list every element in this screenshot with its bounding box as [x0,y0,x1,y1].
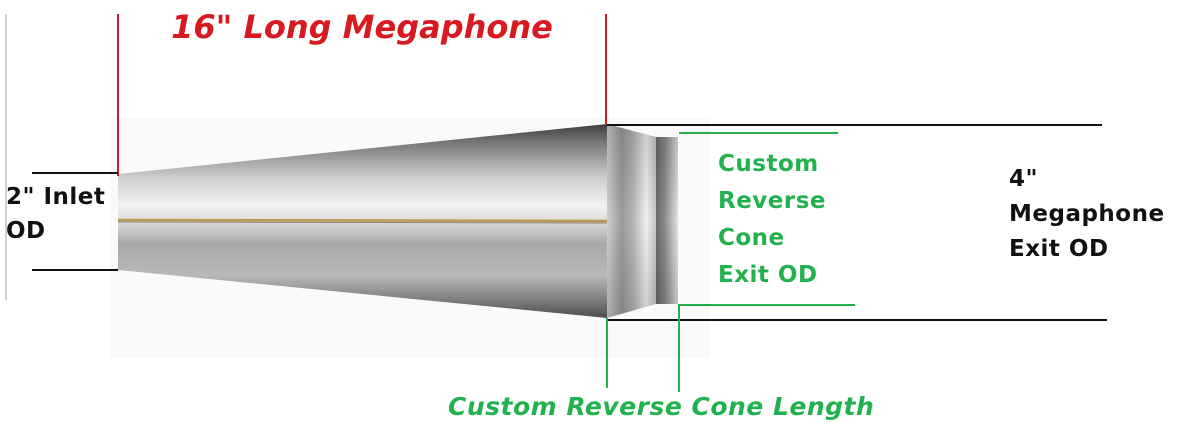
weld-seam [117,218,608,223]
reverse-exit-line-3: Cone [718,225,785,251]
mega-exit-line-1: 4" [1009,166,1038,192]
inlet-od-line-1: 2" Inlet [6,184,106,210]
reverse-exit-line-1: Custom [718,151,819,177]
reverse-exit-line-4: Exit OD [718,262,818,288]
exit-cap-shading [656,137,678,304]
length-label: 16" Long Megaphone [171,8,553,46]
mega-exit-line-3: Exit OD [1009,236,1109,262]
reverse-cone-shading [607,124,656,318]
weld-seam-shadow [117,221,608,224]
inlet-od-line-2: OD [6,218,46,244]
megaphone-exit-label: 4" Megaphone Exit OD [1009,162,1165,267]
reverse-cone-exit-label: Custom Reverse Cone Exit OD [718,146,826,294]
reverse-cone-length-label: Custom Reverse Cone Length [448,392,875,421]
inlet-od-label: 2" Inlet OD [6,180,105,248]
reverse-exit-line-2: Reverse [718,188,827,214]
mega-exit-line-2: Megaphone [1009,201,1165,227]
